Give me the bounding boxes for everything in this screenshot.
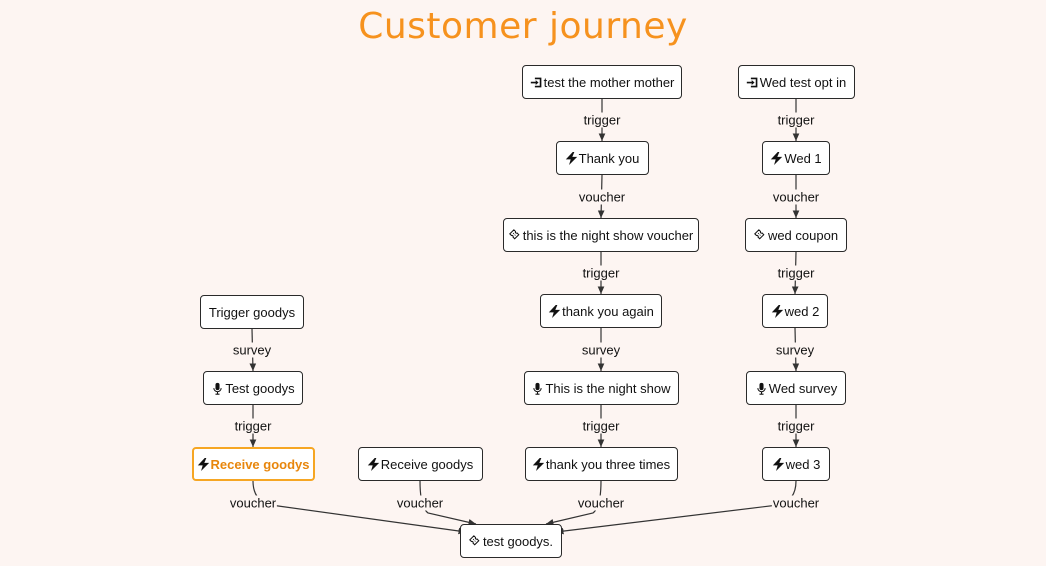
node-triggergoodys[interactable]: Trigger goodys bbox=[200, 295, 304, 329]
edge-label: voucher bbox=[771, 189, 821, 204]
node-label: Trigger goodys bbox=[208, 304, 296, 320]
node-label: Wed 1 bbox=[784, 150, 822, 166]
ticket-icon bbox=[469, 534, 482, 548]
node-label: This is the night show bbox=[545, 380, 671, 396]
edge-label: voucher bbox=[395, 495, 445, 511]
node-label: test goodys. bbox=[482, 533, 554, 549]
bolt-icon bbox=[770, 151, 783, 165]
edge-label: voucher bbox=[577, 189, 627, 204]
bolt-icon bbox=[532, 457, 545, 471]
node-thankyou[interactable]: Thank you bbox=[555, 141, 649, 175]
node-wedsurvey[interactable]: Wed survey bbox=[746, 371, 846, 405]
node-label: Thank you bbox=[578, 150, 640, 166]
node-label: Wed test opt in bbox=[759, 74, 847, 90]
bolt-icon bbox=[548, 304, 561, 318]
edge-label: survey bbox=[774, 342, 816, 357]
edge-label: trigger bbox=[776, 265, 816, 281]
edge-label: trigger bbox=[776, 418, 816, 434]
node-label: thank you again bbox=[562, 303, 654, 319]
login-icon bbox=[746, 76, 759, 89]
mic-icon bbox=[755, 382, 768, 395]
node-label: wed 3 bbox=[785, 456, 821, 472]
node-label: wed coupon bbox=[767, 227, 839, 243]
login-icon bbox=[530, 76, 543, 89]
node-wed1[interactable]: Wed 1 bbox=[762, 141, 830, 175]
node-label: this is the night show voucher bbox=[522, 227, 694, 243]
edge-label: survey bbox=[580, 342, 622, 357]
edge-label: trigger bbox=[582, 112, 622, 128]
bolt-icon bbox=[565, 151, 578, 165]
node-label: wed 2 bbox=[784, 303, 820, 319]
edge-label: survey bbox=[231, 342, 273, 358]
edge-label: trigger bbox=[233, 418, 273, 434]
edge-label: voucher bbox=[771, 495, 821, 511]
bolt-icon bbox=[197, 457, 210, 471]
node-label: test the mother mother bbox=[543, 74, 675, 90]
bolt-icon bbox=[367, 457, 380, 471]
node-label: thank you three times bbox=[545, 456, 671, 472]
node-nightvoucher[interactable]: this is the night show voucher bbox=[503, 218, 699, 252]
node-testgoodys[interactable]: Test goodys bbox=[203, 371, 303, 405]
node-testgoodysdot[interactable]: test goodys. bbox=[460, 524, 562, 558]
page-title: Customer journey bbox=[358, 6, 688, 47]
node-label: Receive goodys bbox=[380, 456, 474, 472]
node-wed2[interactable]: wed 2 bbox=[762, 294, 828, 328]
node-thankagain[interactable]: thank you again bbox=[540, 294, 662, 328]
edge-label: trigger bbox=[581, 265, 621, 281]
bolt-icon bbox=[772, 457, 785, 471]
edge-label: voucher bbox=[228, 495, 278, 511]
mic-icon bbox=[531, 382, 544, 395]
edge-label: trigger bbox=[581, 418, 621, 434]
node-thankthree[interactable]: thank you three times bbox=[524, 447, 678, 481]
node-label: Receive goodys bbox=[210, 456, 310, 472]
node-wedopt[interactable]: Wed test opt in bbox=[737, 65, 855, 99]
node-mother[interactable]: test the mother mother bbox=[522, 65, 682, 99]
node-wed3[interactable]: wed 3 bbox=[762, 447, 830, 481]
node-receive2[interactable]: Receive goodys bbox=[357, 447, 483, 481]
node-label: Wed survey bbox=[768, 380, 838, 396]
mic-icon bbox=[211, 382, 224, 395]
ticket-icon bbox=[754, 228, 767, 242]
node-wedcoupon[interactable]: wed coupon bbox=[745, 218, 847, 252]
bolt-icon bbox=[771, 304, 784, 318]
edge-label: voucher bbox=[576, 495, 626, 511]
node-receive1[interactable]: Receive goodys bbox=[191, 447, 315, 481]
ticket-icon bbox=[508, 228, 522, 242]
node-nightshow[interactable]: This is the night show bbox=[523, 371, 679, 405]
edge-label: trigger bbox=[776, 112, 816, 128]
node-label: Test goodys bbox=[225, 380, 295, 396]
